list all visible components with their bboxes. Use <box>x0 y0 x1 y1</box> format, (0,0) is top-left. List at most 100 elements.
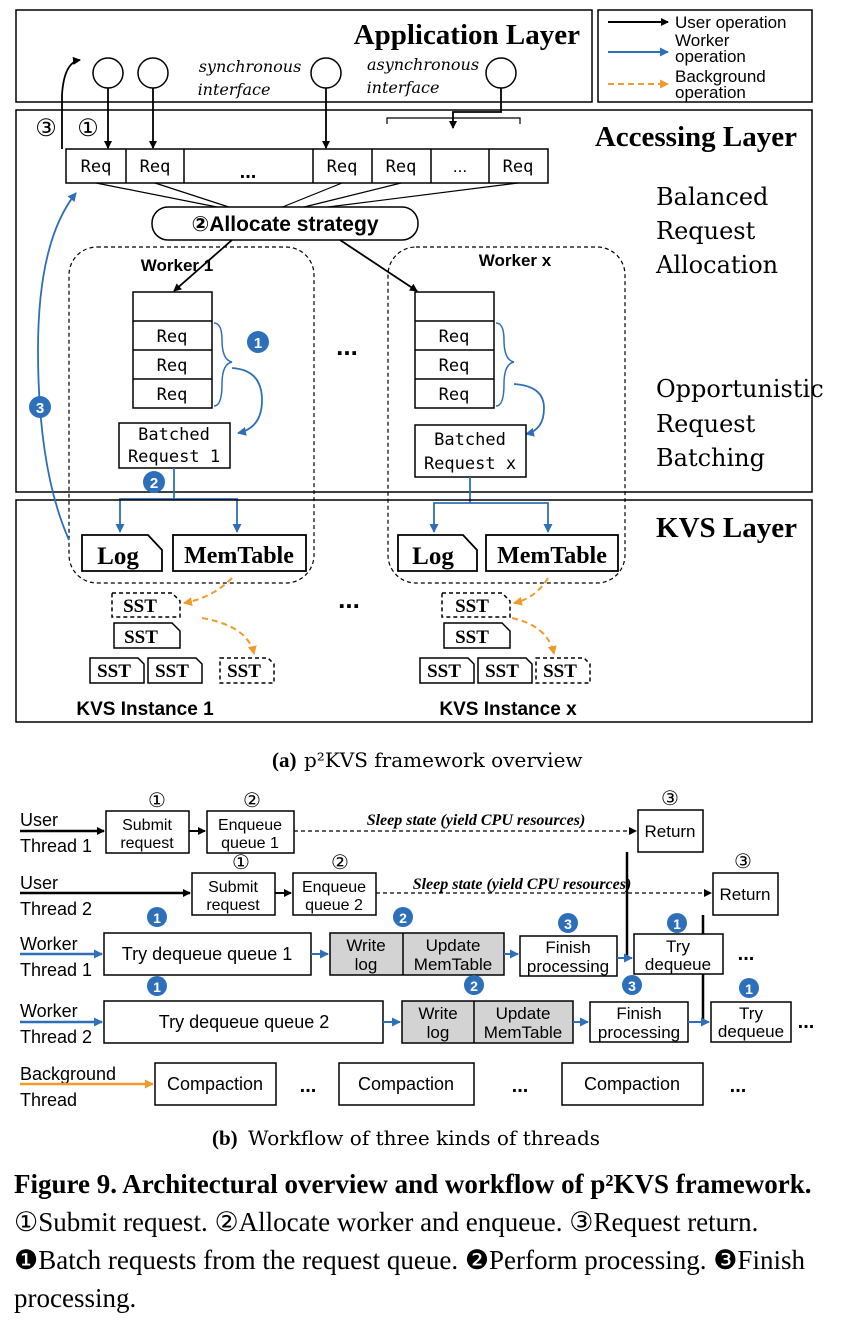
badge-2-text: 2 <box>470 978 478 994</box>
sst-label: SST <box>455 596 489 617</box>
sst-label: SST <box>97 661 131 682</box>
enqueue-box <box>292 872 377 916</box>
queue-req: Req <box>157 356 188 376</box>
application-layer-title: Application Layer <box>354 19 580 51</box>
figure-caption-body: ①Submit request. ②Allocate worker and en… <box>14 1207 805 1313</box>
submit-label: Submit <box>122 817 172 834</box>
worker-ellipsis: ... <box>336 331 358 361</box>
write-log-label: Write <box>346 936 385 955</box>
sleep-state-label: Sleep state (yield CPU resources) <box>413 876 632 893</box>
badge-1-text: 1 <box>153 910 161 926</box>
accessing-layer-title: Accessing Layer <box>595 121 797 153</box>
allocate-strategy-box <box>151 206 419 241</box>
worker-x-container <box>387 246 626 584</box>
batched-request-1 <box>118 422 231 469</box>
try-label: dequeue <box>718 1022 784 1041</box>
badge-3 <box>558 913 578 933</box>
compaction-label: Compaction <box>584 1074 680 1094</box>
memtable-label: MemTable <box>184 543 294 569</box>
log-label: Log <box>412 543 454 570</box>
badge-1-text: 1 <box>745 981 753 997</box>
sst-label: SST <box>427 661 461 682</box>
user-thread-1-label: User <box>20 810 58 830</box>
sst-file <box>477 657 533 684</box>
balanced-label: Request <box>656 217 756 245</box>
legend-worker-label: operation <box>675 47 746 66</box>
badge-1 <box>247 331 269 353</box>
batched-request-x-label: Batched <box>434 430 506 450</box>
badge-3-text: 3 <box>36 400 44 417</box>
row-ellipsis: ... <box>300 1075 317 1097</box>
worker-thread-1-label: Thread 1 <box>20 960 92 980</box>
figure-caption-title: Figure 9. Architectural overview and wor… <box>14 1169 812 1199</box>
request-queue <box>65 148 549 184</box>
queue-req: Req <box>157 327 188 347</box>
try-label: Try <box>739 1004 763 1023</box>
sync-interface-label: interface <box>198 80 271 99</box>
allocate-strategy-label: ②Allocate strategy <box>191 213 378 236</box>
legend-user-label: User operation <box>675 13 787 32</box>
try-dequeue-box <box>710 1001 792 1043</box>
worker-thread-2-label: Worker <box>20 1001 78 1021</box>
badge-1 <box>147 907 167 927</box>
app-thread-node <box>92 57 124 89</box>
log-box-1 <box>81 534 163 572</box>
req-cell: Req <box>140 157 171 177</box>
return-label: Return <box>644 822 695 841</box>
finish-label: Finish <box>545 938 590 957</box>
kvs-instance-1-label: KVS Instance 1 <box>76 699 214 720</box>
batched-request-x <box>414 424 527 478</box>
app-thread-node <box>137 57 169 89</box>
worker-thread-2-label: Thread 2 <box>20 1027 92 1047</box>
batched-request-1-label: Request 1 <box>128 447 220 467</box>
compaction-box <box>154 1062 277 1106</box>
row-ellipsis: ... <box>730 1075 747 1097</box>
kvs-layer-title: KVS Layer <box>656 512 797 544</box>
user-thread-2-label: User <box>20 873 58 893</box>
badge-2 <box>464 975 484 995</box>
caption-a-text: p²KVS framework overview <box>304 748 583 772</box>
submit-request-box <box>105 810 190 854</box>
update-memtable-label: Update <box>496 1004 551 1023</box>
badge-3 <box>622 975 642 995</box>
sst-dashed <box>535 657 591 684</box>
compaction-box <box>561 1062 704 1106</box>
step-submit-marker: ① <box>77 114 99 142</box>
update-memtable-label: MemTable <box>414 955 492 974</box>
write-log-label: Write <box>418 1004 457 1023</box>
application-layer-box <box>15 9 593 103</box>
sst-dashed <box>111 592 181 618</box>
update-memtable-label: Update <box>426 936 481 955</box>
sst-label: SST <box>455 627 489 648</box>
row-ellipsis: ... <box>798 1011 815 1033</box>
app-thread-node <box>310 57 342 89</box>
badge-1-text: 1 <box>153 979 161 995</box>
badge-2 <box>393 907 413 927</box>
req-cell: Req <box>503 157 534 177</box>
batched-request-1-label: Batched <box>138 425 210 445</box>
kvs-instance-x-label: KVS Instance x <box>439 699 577 720</box>
finish-label: Finish <box>616 1004 661 1023</box>
legend-box <box>597 9 813 103</box>
legend-background-label: operation <box>675 83 746 102</box>
try-dequeue-label: Try dequeue queue 2 <box>159 1012 329 1032</box>
worker-1-container <box>68 246 315 584</box>
try-dequeue-queue-2 <box>103 1000 384 1044</box>
accessing-layer-box <box>15 109 813 493</box>
submit-label: request <box>206 897 260 914</box>
app-thread-node <box>485 57 517 89</box>
memtable-box-1 <box>172 534 307 572</box>
req-cell: Req <box>327 157 358 177</box>
row-ellipsis: ... <box>738 943 755 965</box>
sleep-state-label: Sleep state (yield CPU resources) <box>367 812 586 829</box>
sst-file <box>89 657 145 684</box>
balanced-label: Allocation <box>655 251 778 279</box>
step-3-marker: ③ <box>661 786 679 810</box>
submit-request-box <box>191 872 276 916</box>
req-cell: Req <box>81 157 112 177</box>
return-label: Return <box>719 885 770 904</box>
balanced-label: Balanced <box>656 183 768 211</box>
sync-interface-label: synchronous <box>199 57 302 76</box>
sst-file <box>147 657 203 684</box>
caption-a-label: (a) <box>272 748 297 772</box>
